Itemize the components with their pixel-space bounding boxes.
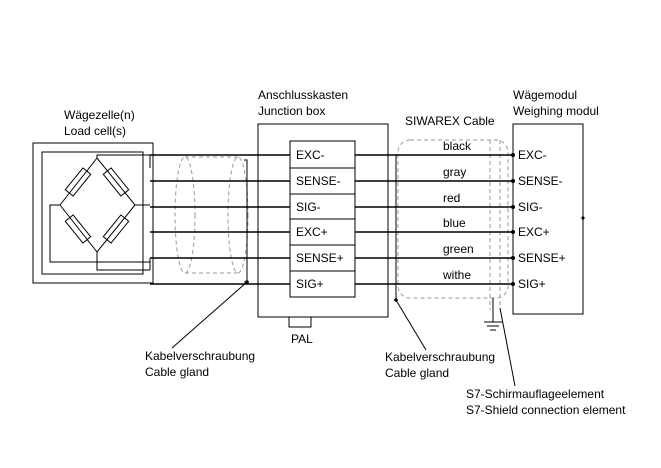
wire-color-gray: gray bbox=[443, 165, 466, 179]
gland-left-label-en: Cable gland bbox=[145, 365, 209, 379]
signal-wires bbox=[150, 153, 515, 286]
load-cell: Wägezelle(n) Load cell(s) bbox=[32, 108, 154, 284]
resistor-1 bbox=[64, 167, 92, 197]
junction-box-label-de: Anschlusskasten bbox=[258, 88, 348, 102]
resistor-4 bbox=[102, 214, 130, 244]
weighing-module-label-en: Weighing modul bbox=[513, 104, 599, 118]
module-terminal-sig: SIG+ bbox=[518, 277, 546, 291]
pal-label: PAL bbox=[291, 332, 313, 346]
junction-terminal-sense: SENSE- bbox=[296, 174, 341, 188]
module-terminal-dot bbox=[511, 153, 515, 157]
module-terminal-exc: EXC- bbox=[518, 148, 547, 162]
shield-label-en: S7-Shield connection element bbox=[466, 403, 626, 417]
gland-right-label-de: Kabelverschraubung bbox=[385, 350, 495, 364]
junction-box-label-en: Junction box bbox=[258, 104, 325, 118]
shield-label-de: S7-Schirmauflageelement bbox=[466, 387, 605, 401]
wire-color-withe: withe bbox=[442, 268, 471, 282]
wire-color-black: black bbox=[443, 139, 472, 153]
junction-terminals: EXC- SENSE- SIG- EXC+ SENSE+ SIG+ bbox=[290, 148, 355, 291]
module-terminal-dot bbox=[511, 205, 515, 209]
module-terminal-exc: EXC+ bbox=[518, 225, 550, 239]
resistor-3 bbox=[64, 214, 92, 244]
load-cell-label-en: Load cell(s) bbox=[64, 124, 126, 138]
module-terminal-sig: SIG- bbox=[518, 200, 543, 214]
gland-right-label-en: Cable gland bbox=[385, 366, 449, 380]
wheatstone-bridge bbox=[59, 157, 136, 253]
wire-color-labels: black gray red blue green withe bbox=[442, 139, 474, 282]
weighing-module-label-de: Wägemodul bbox=[513, 88, 577, 102]
module-terminals: EXC- SENSE- SIG- EXC+ SENSE+ SIG+ bbox=[518, 148, 566, 291]
junction-terminal-sig: SIG- bbox=[296, 200, 321, 214]
cable-gland-left: Kabelverschraubung Cable gland bbox=[145, 159, 255, 379]
cable-shield-left bbox=[174, 156, 249, 274]
resistor-2 bbox=[102, 167, 130, 197]
junction-terminal-exc: EXC+ bbox=[296, 225, 328, 239]
module-terminal-sense: SENSE- bbox=[518, 174, 563, 188]
cable-gland-right: Kabelverschraubung Cable gland bbox=[385, 155, 495, 380]
shield-connection-element: S7-Schirmauflageelement S7-Shield connec… bbox=[466, 298, 626, 417]
load-cell-inner-frame bbox=[41, 151, 144, 275]
module-terminal-dot bbox=[511, 230, 515, 234]
module-terminal-dot bbox=[511, 256, 515, 260]
weighing-module: Wägemodul Weighing modul EXC-SENSE-SIG-E… bbox=[512, 88, 599, 315]
module-terminal-dot bbox=[511, 282, 515, 286]
junction-box: Anschlusskasten Junction box EXC- SENSE- S… bbox=[257, 88, 389, 346]
siwarex-cable-label: SIWAREX Cable bbox=[405, 114, 495, 128]
load-cell-internal-wiring bbox=[49, 154, 151, 271]
junction-terminal-sense: SENSE+ bbox=[296, 251, 344, 265]
gland-left-label-de: Kabelverschraubung bbox=[145, 349, 255, 363]
junction-box-housing bbox=[257, 123, 389, 318]
wire-color-blue: blue bbox=[443, 216, 466, 230]
load-cell-label-de: Wägezelle(n) bbox=[64, 108, 135, 122]
wire-color-red: red bbox=[443, 191, 460, 205]
wire-color-green: green bbox=[443, 242, 474, 256]
junction-terminal-sig: SIG+ bbox=[296, 277, 324, 291]
junction-terminal-exc: EXC- bbox=[296, 148, 325, 162]
module-edge-dot bbox=[581, 216, 585, 220]
module-terminal-sense: SENSE+ bbox=[518, 251, 566, 265]
module-terminal-dot bbox=[511, 179, 515, 183]
load-cell-housing bbox=[32, 142, 154, 284]
cable-shield-right: SIWAREX Cable black gray red blue green withe bbox=[397, 114, 509, 310]
pal-terminal bbox=[288, 316, 312, 328]
ground-icon bbox=[484, 321, 502, 331]
